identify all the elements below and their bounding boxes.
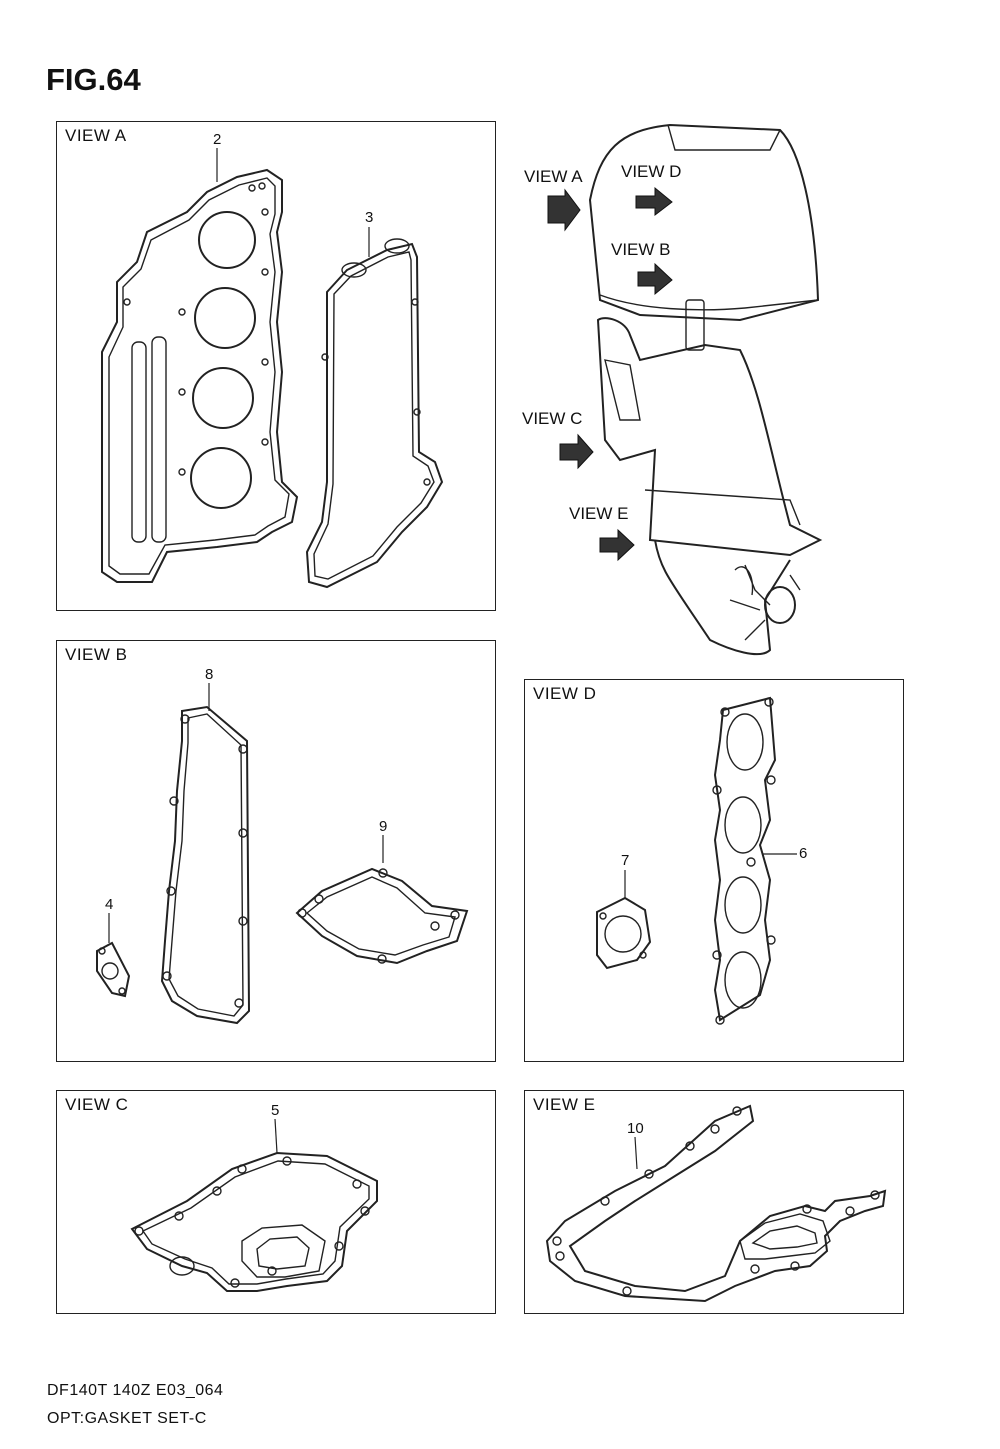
panel-label-view-e: VIEW E [533, 1095, 596, 1114]
arrow-view-d [635, 186, 673, 217]
engine-label-view-a: VIEW A [524, 167, 583, 186]
callout-5: 5 [271, 1102, 279, 1119]
gasket-5 [130, 1151, 378, 1292]
panel-view-b: VIEW B 8 9 4 [56, 640, 496, 1062]
callout-6: 6 [799, 845, 807, 862]
view-b-drawing: 8 9 4 [96, 666, 469, 1025]
gasket-7 [596, 896, 652, 970]
callout-10: 10 [627, 1120, 644, 1137]
arrow-view-b [637, 262, 673, 296]
view-c-drawing: 5 [130, 1102, 378, 1292]
callout-3: 3 [365, 209, 373, 226]
footer-description: OPT:GASKET SET-C [47, 1410, 207, 1427]
panel-label-view-a: VIEW A [65, 126, 127, 145]
engine-label-view-e: VIEW E [569, 504, 629, 523]
panel-label-view-d: VIEW D [533, 684, 597, 703]
callout-9: 9 [379, 818, 387, 835]
callout-8: 8 [205, 666, 213, 683]
gasket-9 [295, 867, 469, 965]
callout-2: 2 [213, 131, 221, 148]
panel-view-e: VIEW E 10 [524, 1090, 904, 1314]
view-d-drawing: 7 6 [596, 696, 807, 1025]
engine-label-view-c: VIEW C [522, 409, 582, 428]
callout-4: 4 [105, 896, 113, 913]
panel-view-d: VIEW D 7 6 [524, 679, 904, 1062]
gasket-4 [96, 941, 131, 998]
arrow-view-a [547, 188, 581, 232]
view-a-drawing: 2 3 [101, 131, 444, 589]
view-e-drawing: 10 [545, 1104, 887, 1303]
gasket-10 [545, 1104, 887, 1303]
arrow-view-e [599, 528, 635, 562]
engine-label-view-b: VIEW B [611, 240, 671, 259]
outboard-motor [588, 123, 823, 656]
panel-view-c: VIEW C 5 [56, 1090, 496, 1314]
arrow-view-c [559, 433, 594, 470]
callout-7: 7 [621, 852, 629, 869]
cylinder-head-gasket [101, 168, 299, 583]
engine-label-view-d: VIEW D [621, 162, 681, 181]
panel-label-view-b: VIEW B [65, 645, 128, 664]
gasket-8 [160, 705, 251, 1025]
gasket-6 [712, 696, 777, 1025]
head-cover-gasket [305, 238, 444, 589]
panel-view-a: VIEW A 2 3 [56, 121, 496, 611]
figure-title: FIG.64 [46, 62, 141, 97]
footer-model: DF140T 140Z E03_064 [47, 1382, 224, 1399]
panel-label-view-c: VIEW C [65, 1095, 129, 1114]
